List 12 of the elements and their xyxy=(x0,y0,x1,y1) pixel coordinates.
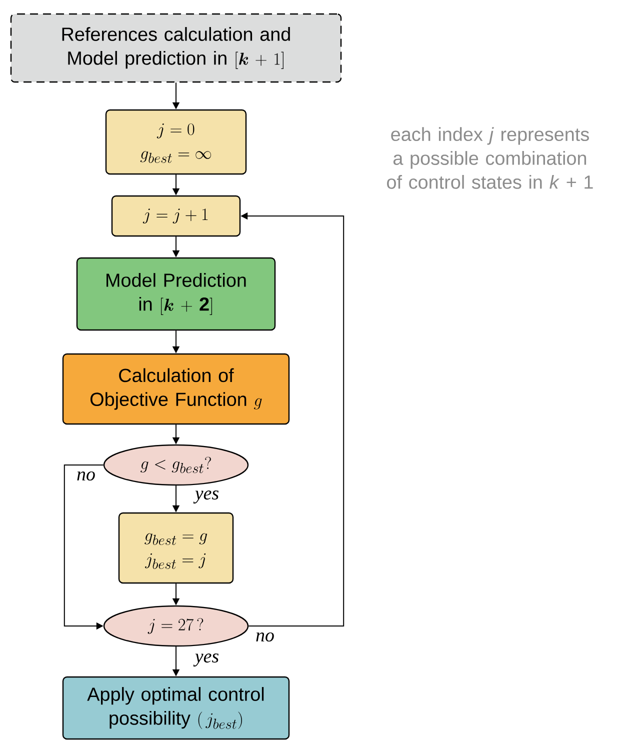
process-box: References calculation and Model prediction in $[\boldsymbol{k}+1]$ xyxy=(10,13,342,83)
edge-label: no xyxy=(254,631,276,643)
process-box: $j=j+1$ xyxy=(111,195,241,237)
process-box: Model Prediction in $[\boldsymbol{k}+\mathbf{2}]$ xyxy=(76,257,276,331)
process-box: Apply optimal control possibility $(\,j_{best})$ xyxy=(62,676,290,740)
process-box: $j=0$ $g_{best}=\infty$ xyxy=(105,109,247,175)
edge-label: no xyxy=(76,470,96,482)
edge-label: yes xyxy=(193,652,220,668)
note-text: each index j represents a possible combination of control states in k + 1 xyxy=(387,127,593,189)
process-box: Calculation of Objective Function $g$ xyxy=(62,353,290,425)
process-box: $g_{best}=g$ $j_{best}=j$ xyxy=(118,512,234,584)
edge-label: yes xyxy=(193,490,220,504)
